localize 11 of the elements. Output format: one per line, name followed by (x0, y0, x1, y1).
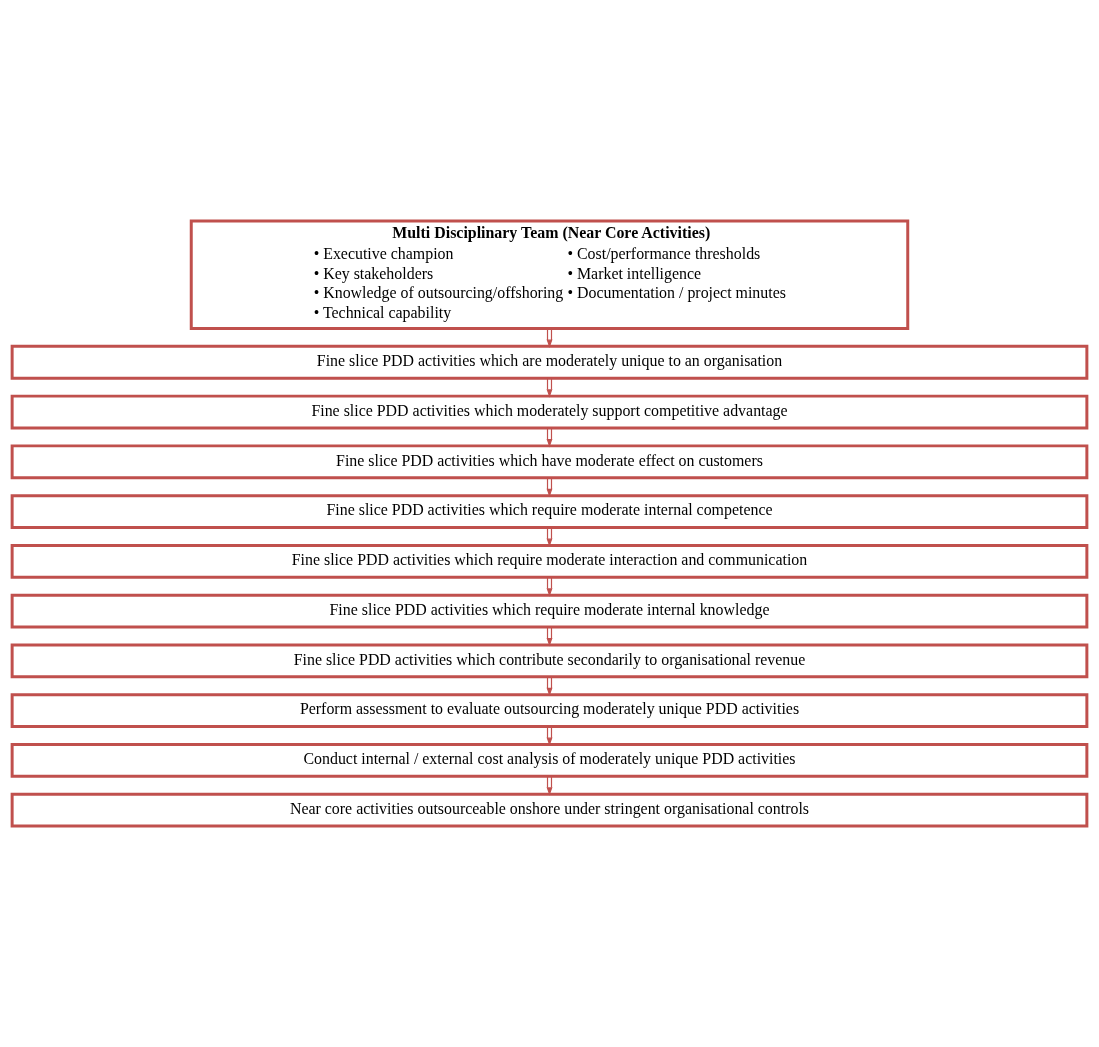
node-box: Fine slice PDD activities which contribute secondarily to organisational revenue (10, 643, 1089, 679)
node-box: Near core activities outsourceable onshore under stringent organisational controls (10, 792, 1089, 828)
node-box: Fine slice PDD activities which moderately support competitive advantage (10, 394, 1089, 430)
node-box: Conduct internal / external cost analysis of moderately unique PDD activities (10, 742, 1089, 778)
node-box: Perform assessment to evaluate outsourcing moderately unique PDD activities (10, 693, 1089, 728)
node-box: Fine slice PDD activities which require moderate interaction and communication (10, 543, 1089, 579)
node-box: Fine slice PDD activities which require moderate internal competence (10, 494, 1089, 529)
node-box: Fine slice PDD activities which require moderate internal knowledge (10, 593, 1089, 629)
node-box: Multi Disciplinary Team (Near Core Activities) • Executive champion • Cost/performance thresholds • Key stakeholders • Market intelligence • Knowledge of outsourcing/offshoring • Documentation / project minutes • Technical capability (189, 219, 910, 330)
node-box: Fine slice PDD activities which are moderately unique to an organisation (10, 344, 1089, 380)
node-box: Fine slice PDD activities which have moderate effect on customers (10, 444, 1089, 480)
